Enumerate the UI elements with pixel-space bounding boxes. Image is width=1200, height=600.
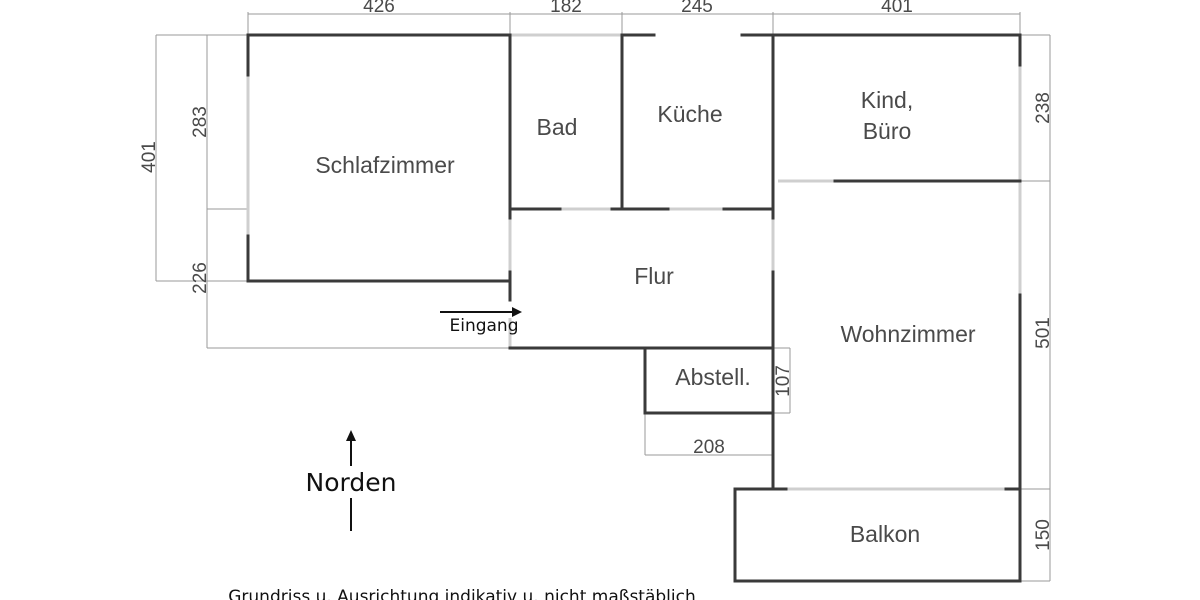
dimension-label-right-wohnzimmer: 501: [1033, 317, 1054, 349]
dimension-label-left-upper: 283: [190, 106, 211, 138]
walls: [246, 33, 1022, 583]
room-label-abstell: Abstell.: [675, 364, 750, 390]
entrance-arrow-icon: [440, 307, 522, 317]
room-label-kind-line2: Büro: [863, 118, 912, 144]
room-label-kueche: Küche: [657, 101, 722, 127]
room-label-bad: Bad: [537, 114, 578, 140]
entrance-label: Eingang: [449, 316, 518, 336]
room-label-balkon: Balkon: [850, 521, 920, 547]
room-label-wohnzimmer: Wohnzimmer: [840, 321, 975, 347]
disclaimer-note: Grundriss u. Ausrichtung indikativ u. ni…: [228, 587, 696, 600]
wall-openings: [246, 33, 1022, 491]
dimension-label-abstell-width: 208: [693, 437, 725, 458]
room-label-schlafzimmer: Schlafzimmer: [315, 152, 455, 178]
dimension-label-left-total: 401: [139, 141, 160, 173]
dimension-label-abstell-height: 107: [773, 365, 794, 397]
room-label-kind-line1: Kind,: [861, 87, 913, 113]
dimension-label-right-kind: 238: [1033, 92, 1054, 124]
dimension-label-top-kueche: 245: [681, 0, 713, 17]
dimension-label-left-lower: 226: [190, 262, 211, 294]
dimension-lines: [155, 12, 1051, 582]
dimension-label-right-balkon: 150: [1033, 519, 1054, 551]
dimension-label-top-kind: 401: [881, 0, 913, 17]
room-label-flur: Flur: [634, 263, 674, 289]
north-label-background: [302, 466, 398, 498]
dimension-label-top-bad: 182: [550, 0, 582, 17]
dimension-label-top-schlafzimmer: 426: [363, 0, 395, 17]
north-label: Norden: [306, 468, 397, 497]
